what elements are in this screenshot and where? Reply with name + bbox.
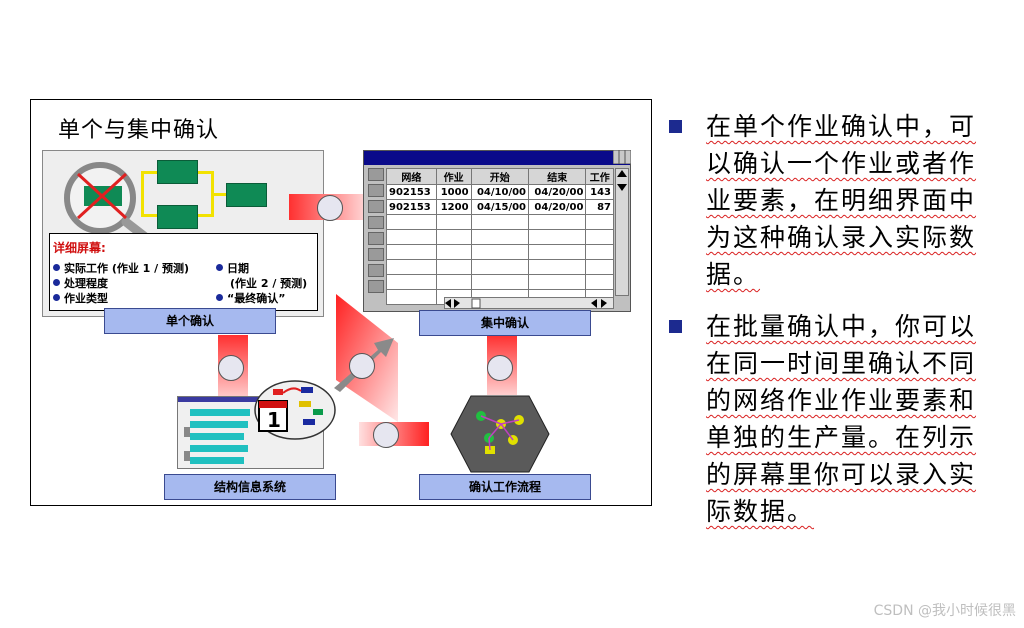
table-cell[interactable]: 04/20/00 (528, 184, 587, 200)
arrow-connector-icon (373, 422, 399, 448)
column-header: 工作 (585, 168, 614, 185)
calendar-icon: 1 (254, 380, 336, 440)
table-cell[interactable]: 1000 (435, 184, 472, 200)
vertical-scrollbar[interactable] (615, 168, 629, 296)
table-cell[interactable]: 04/10/00 (470, 184, 530, 200)
bullet-marker (669, 320, 682, 333)
row-header (368, 200, 384, 213)
network-node (157, 160, 198, 184)
table-row[interactable] (386, 229, 614, 245)
info-system-label: 结构信息系统 (164, 474, 336, 500)
detail-item: 实际工作 (作业 1 / 预测) (53, 260, 189, 276)
watermark: CSDN @我小时候很黑 (873, 603, 1016, 619)
collective-confirm-label: 集中确认 (419, 310, 591, 336)
row-header (368, 248, 384, 261)
table-row[interactable] (386, 244, 614, 260)
table-cell[interactable]: 04/15/00 (470, 199, 530, 215)
connector-line (141, 171, 157, 174)
detail-screen-box (49, 233, 318, 311)
network-node (226, 183, 267, 207)
collective-confirm-window: 网络 作业 开始 结束 工作 902153 1000 04/10/00 04/2… (363, 150, 631, 312)
connector-line (196, 214, 214, 217)
bullet-text: 在单个作业确认中，可 以确认一个作业或者作 业要素，在明细界面中 为这种确认录入… (706, 112, 977, 289)
table-cell[interactable]: 902153 (386, 184, 437, 200)
column-header: 作业 (435, 168, 472, 185)
detail-item: (作业 2 / 预测) (230, 277, 308, 290)
detail-heading: 详细屏幕: (53, 241, 106, 255)
scroll-arrow-icon[interactable] (444, 298, 614, 309)
scroll-arrow-icon[interactable] (616, 169, 628, 193)
workflow-hexagon-icon (450, 395, 550, 473)
connector-line (141, 171, 144, 217)
table-row[interactable]: 902153 1200 04/15/00 04/20/00 87 (386, 199, 614, 215)
workflow-label: 确认工作流程 (419, 474, 591, 500)
row-header (368, 168, 384, 181)
connector-line (141, 214, 157, 217)
connector-line (211, 193, 227, 196)
bullet-marker (669, 120, 682, 133)
horizontal-scrollbar[interactable] (444, 297, 614, 309)
play-icon (487, 355, 513, 381)
column-header: 结束 (528, 168, 587, 185)
window-titlebar (364, 151, 630, 165)
bullet-text: 在批量确认中，你可以 在同一时间里确认不同 的网络作业作业要素和 单独的生产量。… (706, 312, 977, 526)
table-cell[interactable]: 143 (585, 184, 614, 200)
table-cell[interactable]: 04/20/00 (528, 199, 587, 215)
table-cell[interactable]: 1200 (435, 199, 472, 215)
detail-item: 处理程度 (53, 275, 108, 291)
row-header (368, 280, 384, 293)
row-header (368, 232, 384, 245)
row-header (368, 216, 384, 229)
diagram-title: 单个与集中确认 (58, 118, 220, 143)
column-header: 网络 (386, 168, 437, 185)
detail-item: 日期 (216, 260, 249, 276)
row-header (368, 184, 384, 197)
connector-line (196, 171, 214, 174)
table-cell[interactable]: 902153 (386, 199, 437, 215)
grid-icon (613, 150, 631, 164)
arrow-connector-icon (349, 353, 375, 379)
table-row[interactable] (386, 274, 614, 290)
row-header (368, 264, 384, 277)
detail-item: 作业类型 (53, 290, 108, 306)
table-row[interactable] (386, 214, 614, 230)
data-table: 网络 作业 开始 结束 工作 902153 1000 04/10/00 04/2… (386, 168, 614, 305)
single-confirm-label: 单个确认 (104, 308, 276, 334)
arrow-connector-icon (317, 195, 343, 221)
table-row[interactable] (386, 259, 614, 275)
table-row[interactable]: 902153 1000 04/10/00 04/20/00 143 (386, 184, 614, 200)
table-cell[interactable]: 87 (585, 199, 614, 215)
calendar-day: 1 (267, 408, 281, 432)
arrow-connector-icon (218, 355, 244, 381)
detail-item: “最终确认” (216, 290, 285, 306)
network-node (157, 205, 198, 229)
column-header: 开始 (470, 168, 530, 185)
